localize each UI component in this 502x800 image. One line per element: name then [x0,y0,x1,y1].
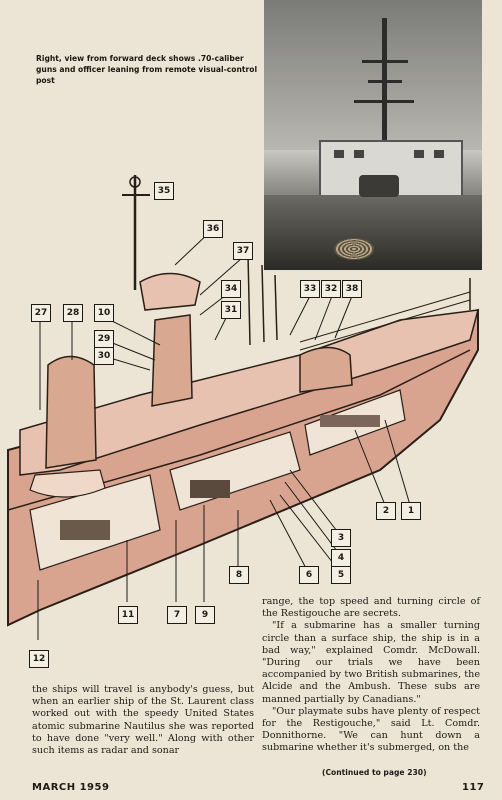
callout-33: 33 [300,280,320,298]
callout-2: 2 [376,502,396,520]
callout-31: 31 [221,301,241,319]
ship-deck-photo [264,0,482,270]
callout-27: 27 [31,304,51,322]
article-left-column: the ships will travel is anybody's guess… [32,684,254,757]
callout-38: 38 [342,280,362,298]
callout-30: 30 [94,347,114,365]
callout-3: 3 [331,529,351,547]
callout-8: 8 [229,566,249,584]
page-number: 117 [462,782,485,793]
callout-29: 29 [94,330,114,348]
callout-28: 28 [63,304,83,322]
callout-1: 1 [401,502,421,520]
photo-caption: Right, view from forward deck shows .70-… [36,54,258,85]
callout-37: 37 [233,242,253,260]
callout-36: 36 [203,220,223,238]
article-right-column: range, the top speed and turning circle … [262,596,480,755]
article-paragraph: "Our playmate subs have plenty of respec… [262,705,480,754]
callout-34: 34 [221,280,241,298]
callout-12: 12 [29,650,49,668]
footer-date: MARCH 1959 [32,782,110,793]
ship-cutaway-illustration [7,175,480,640]
callout-5: 5 [331,566,351,584]
article-paragraph: range, the top speed and turning circle … [262,596,480,620]
callout-10: 10 [94,304,114,322]
callout-4: 4 [331,549,351,567]
callout-35: 35 [154,182,174,200]
callout-11: 11 [118,606,138,624]
callout-9: 9 [195,606,215,624]
callout-32: 32 [321,280,341,298]
callout-6: 6 [299,566,319,584]
article-paragraph: "If a submarine has a smaller turning ci… [262,620,480,705]
callout-7: 7 [167,606,187,624]
article-paragraph: the ships will travel is anybody's guess… [32,684,254,757]
continued-note: (Continued to page 230) [322,768,427,777]
